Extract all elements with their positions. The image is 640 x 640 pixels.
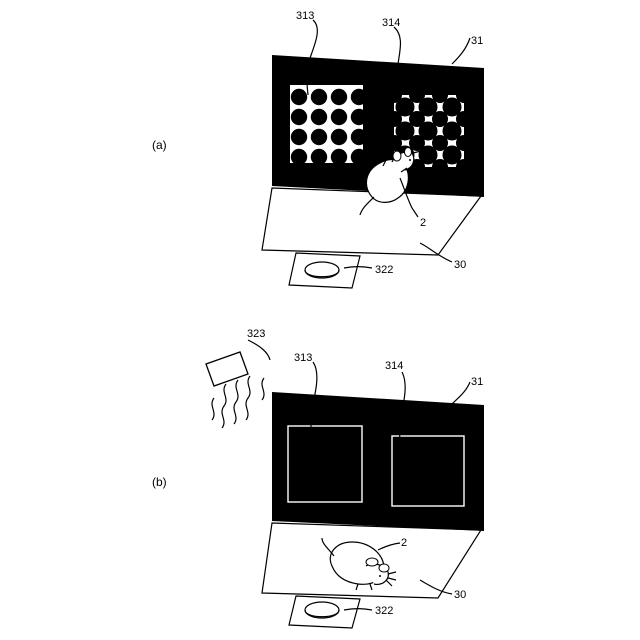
dish-322-a bbox=[289, 253, 360, 288]
floor-30 bbox=[262, 188, 481, 255]
ref-2-b: 2 bbox=[401, 537, 407, 549]
ref-314-b: 314 bbox=[385, 360, 403, 372]
ref-313-a: 313 bbox=[296, 10, 314, 22]
panel-b-label: (b) bbox=[152, 475, 167, 489]
ref-31-b: 31 bbox=[471, 376, 483, 388]
ref-322-a: 322 bbox=[375, 264, 393, 276]
ref-322-b: 322 bbox=[375, 605, 393, 617]
ref-30-a: 30 bbox=[454, 259, 466, 271]
ref-323-b: 323 bbox=[247, 328, 265, 340]
pattern-313-dots bbox=[290, 85, 367, 165]
ref-2-a: 2 bbox=[420, 217, 426, 229]
panel-b: (b) bbox=[152, 328, 484, 628]
lamp-323 bbox=[206, 352, 264, 428]
panel-a-label: (a) bbox=[152, 138, 167, 152]
wall-31-b bbox=[272, 392, 484, 531]
ref-31-a: 31 bbox=[471, 35, 483, 47]
ref-313-b: 313 bbox=[294, 352, 312, 364]
ref-30-b: 30 bbox=[454, 589, 466, 601]
dish-322-b bbox=[289, 596, 360, 628]
ref-314-a: 314 bbox=[382, 17, 400, 29]
panel-a: (a) bbox=[152, 10, 484, 288]
